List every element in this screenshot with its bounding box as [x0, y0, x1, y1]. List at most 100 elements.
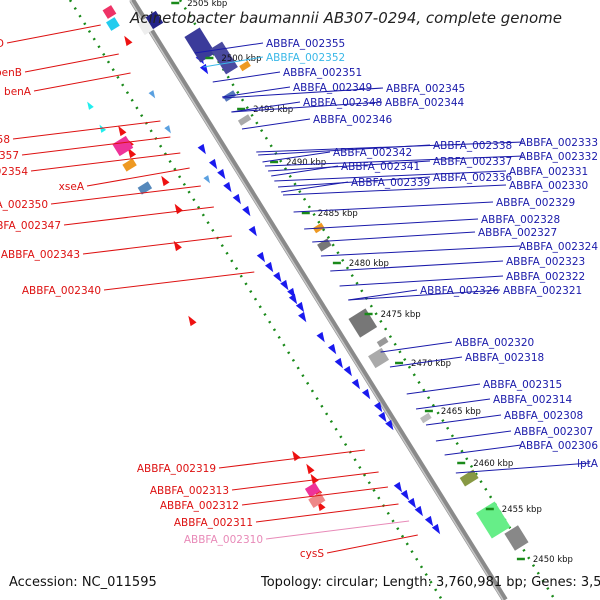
- left-label-connector: [326, 534, 418, 554]
- reverse-gene-arrow: [161, 175, 170, 187]
- gene-block: [137, 181, 153, 195]
- right-label-connector: [444, 444, 522, 456]
- right-gene-label: ABBFA_002339: [351, 177, 430, 189]
- forward-strand-labels: ABBFA_002355ABBFA_002352ABBFA_002351ABBF…: [266, 38, 599, 470]
- right-gene-label: ABBFA_002306: [519, 440, 599, 452]
- reverse-gene-arrow: [99, 124, 107, 133]
- right-gene-label: ABBFA_002348: [303, 97, 382, 109]
- forward-gene-arrow: [217, 168, 226, 180]
- gene-features: [87, 5, 529, 551]
- forward-gene-arrow: [343, 365, 352, 377]
- forward-gene-arrow: [424, 515, 434, 527]
- right-label-connector: [389, 356, 463, 368]
- right-label-connector: [320, 245, 521, 257]
- forward-gene-arrow: [414, 505, 423, 517]
- scale-tick-label: 2490 kbp: [286, 158, 326, 168]
- right-gene-label: ABBFA_002321: [503, 285, 582, 297]
- right-label-connector: [268, 160, 431, 172]
- forward-gene-arrow: [361, 388, 371, 400]
- forward-gene-arrow: [393, 481, 403, 493]
- forward-gene-arrow: [203, 175, 211, 184]
- right-gene-label: ABBFA_002344: [385, 97, 465, 109]
- left-gene-label: ABBFA_002343: [1, 249, 80, 261]
- right-gene-label: lptA: [577, 458, 599, 470]
- left-label-connector: [30, 152, 181, 172]
- left-label-connector: [33, 72, 131, 92]
- accession-text: Accession: NC_011595: [9, 575, 157, 590]
- right-label-connector: [278, 176, 431, 188]
- forward-gene-arrow: [327, 343, 337, 355]
- right-label-connector: [222, 86, 291, 98]
- right-label-connector: [406, 383, 481, 395]
- right-label-connector: [231, 101, 383, 113]
- left-gene-label: cysS: [300, 548, 324, 560]
- forward-gene-arrow: [280, 279, 289, 291]
- forward-gene-arrow: [374, 401, 383, 413]
- right-gene-label: ABBFA_002329: [496, 197, 575, 209]
- forward-gene-arrow: [407, 497, 416, 509]
- left-label-connector: [265, 520, 410, 540]
- forward-gene-arrow: [148, 90, 156, 99]
- forward-gene-arrow: [295, 301, 305, 313]
- right-label-connector: [348, 289, 418, 301]
- left-label-connector: [255, 503, 399, 523]
- gene-block: [237, 114, 252, 126]
- right-gene-label: ABBFA_002324: [519, 241, 599, 253]
- gene-block: [122, 158, 137, 172]
- right-label-connector: [194, 42, 264, 54]
- right-label-connector: [380, 341, 453, 353]
- reverse-gene-arrow: [306, 463, 315, 475]
- right-label-connector: [262, 151, 331, 163]
- left-gene-label: ABBFA_002350: [0, 199, 48, 211]
- gene-block: [145, 10, 164, 30]
- forward-gene-arrow: [197, 143, 206, 155]
- genome-summary-text: Topology: circular; Length: 3,760,981 bp…: [261, 575, 600, 590]
- left-label-connector: [218, 449, 366, 469]
- left-gene-label: ABBFA_002312: [160, 500, 239, 512]
- right-gene-label: ABBFA_002349: [293, 82, 372, 94]
- right-gene-label: ABBFA_002345: [386, 83, 465, 95]
- forward-gene-arrow: [273, 271, 282, 283]
- forward-gene-arrow: [378, 411, 387, 423]
- right-gene-label: ABBFA_002318: [465, 352, 544, 364]
- genome-title: Acinetobacter baumannii AB307-0294, comp…: [130, 9, 563, 27]
- scale-tick-label: 2470 kbp: [411, 359, 451, 369]
- reverse-gene-arrow: [118, 125, 127, 137]
- right-gene-label: ABBFA_002330: [509, 180, 588, 192]
- gene-block: [137, 16, 155, 36]
- right-gene-label: ABBFA_002314: [493, 394, 573, 406]
- reverse-gene-arrow: [124, 35, 133, 47]
- gene-block: [476, 501, 511, 539]
- gene-block: [348, 308, 378, 338]
- left-label-connector: [50, 185, 201, 205]
- right-gene-label: ABBFA_002352: [266, 52, 345, 64]
- left-label-connector: [103, 271, 255, 291]
- left-label-connector: [241, 486, 389, 506]
- left-label-connector: [21, 136, 171, 156]
- right-gene-label: ABBFA_002336: [433, 172, 513, 184]
- gene-block: [459, 469, 479, 487]
- right-gene-label: ABBFA_002323: [506, 256, 585, 268]
- right-label-connector: [330, 260, 504, 272]
- forward-gene-arrow: [351, 378, 360, 390]
- reverse-strand-labels: benDbenBbenAABBFA_002358ABBFA_002357ABBF…: [0, 38, 324, 560]
- left-label-connector: [231, 471, 379, 491]
- forward-gene-arrow: [248, 225, 257, 237]
- right-label-connector: [312, 231, 476, 243]
- right-gene-label: ABBFA_002341: [341, 161, 420, 173]
- gene-block: [368, 347, 390, 369]
- right-label-connector: [256, 141, 524, 153]
- forward-gene-arrow: [316, 331, 325, 343]
- right-label-connector: [415, 398, 491, 410]
- right-gene-label: ABBFA_002320: [455, 337, 534, 349]
- gene-block: [112, 135, 134, 157]
- left-gene-label: ABBFA_002311: [174, 517, 253, 529]
- ring-left-dotted: [68, 0, 444, 600]
- forward-gene-arrow: [288, 293, 298, 305]
- gene-block: [504, 525, 529, 551]
- right-label-connector: [435, 430, 512, 442]
- left-gene-label: benA: [4, 86, 32, 98]
- reverse-gene-arrow: [173, 240, 182, 252]
- right-gene-label: ABBFA_002327: [478, 227, 557, 239]
